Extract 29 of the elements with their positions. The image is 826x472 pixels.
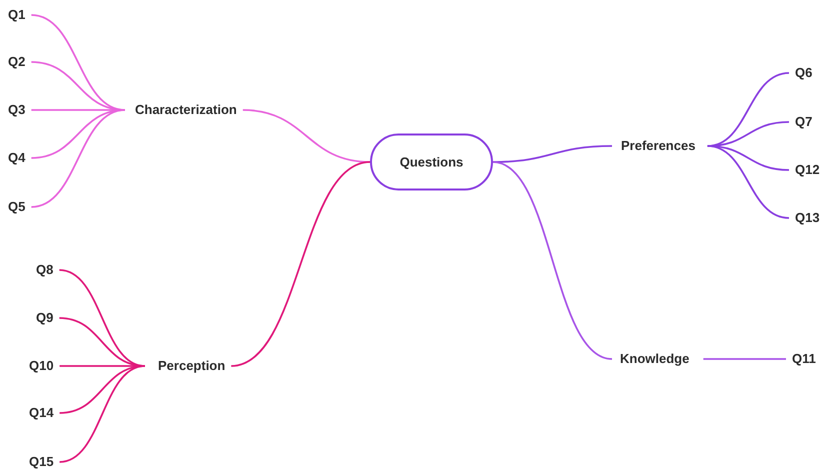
connector-line <box>60 365 146 414</box>
branch-label: Knowledge <box>612 351 704 367</box>
branch-label: Characterization <box>125 102 243 118</box>
connector-line <box>703 358 786 360</box>
connector-line <box>492 161 612 360</box>
topic-label: Questions <box>400 154 464 169</box>
question-label: Q4 <box>8 150 32 166</box>
connector-line <box>59 365 146 463</box>
branch-label: Preferences <box>612 138 708 154</box>
question-label: Q9 <box>36 310 60 326</box>
question-label: Q8 <box>36 262 60 278</box>
connector-line <box>230 161 370 367</box>
branch-label: Perception <box>145 358 232 374</box>
question-label: Q10 <box>29 358 60 374</box>
question-label: Q11 <box>786 351 816 367</box>
question-label: Q15 <box>29 454 60 470</box>
connector-line <box>31 109 126 159</box>
question-label: Q7 <box>789 114 812 130</box>
question-label: Q13 <box>789 210 820 226</box>
question-label: Q14 <box>29 405 60 421</box>
question-label: Q3 <box>8 102 32 118</box>
question-label: Q12 <box>789 162 820 178</box>
question-label: Q1 <box>8 7 32 23</box>
question-label: Q6 <box>789 65 812 81</box>
connector-line <box>707 145 790 219</box>
question-label: Q2 <box>8 54 32 70</box>
connector-line <box>31 109 126 208</box>
connector-line <box>492 145 612 163</box>
question-label: Q5 <box>8 199 32 215</box>
